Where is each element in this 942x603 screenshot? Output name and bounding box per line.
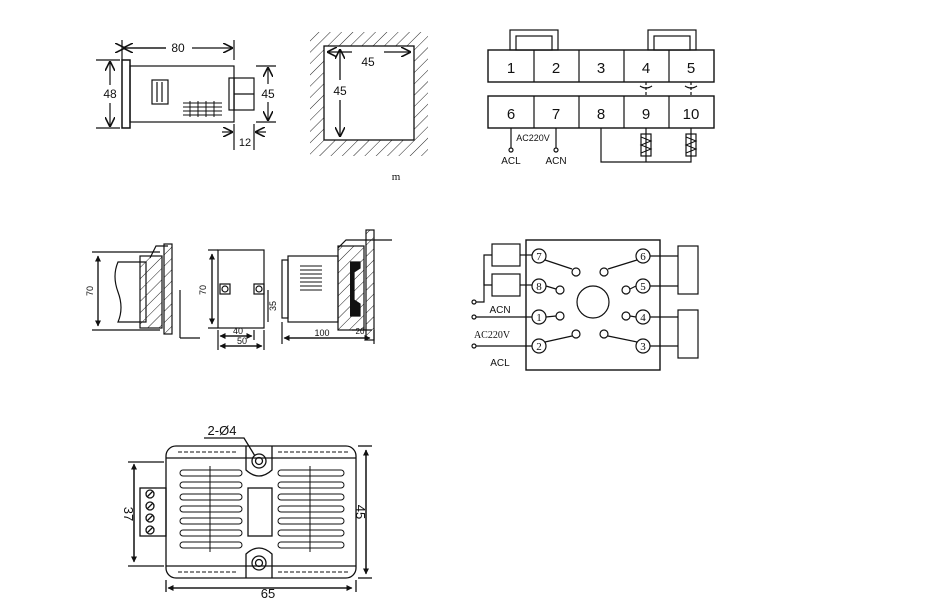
socket-pin-3: 3 xyxy=(640,341,646,353)
socket-diagram-drawing xyxy=(471,239,699,371)
socket-pin-6: 6 xyxy=(640,251,646,263)
socket-pin-labels: 7 6 8 5 1 4 2 3 xyxy=(536,251,646,353)
terminal-3: 3 xyxy=(597,60,605,77)
front-view-front-height-label: 45 xyxy=(261,87,275,101)
cutout-unit-note: m xyxy=(392,171,401,183)
socket-pin-8: 8 xyxy=(536,281,542,293)
terminal-6: 6 xyxy=(507,106,515,123)
din-right-small-label: 20 xyxy=(356,327,365,336)
din-left-height-label: 70 xyxy=(85,286,95,296)
terminal-acn-label: ACN xyxy=(545,156,566,167)
base-height-label: 45 xyxy=(353,505,368,519)
din-mid-side-label: 35 xyxy=(268,301,278,311)
terminal-9: 9 xyxy=(642,106,650,123)
socket-supply-label: AC220V xyxy=(474,330,511,341)
din-mount-right-view xyxy=(281,229,392,344)
din-mid-outer-width-label: 50 xyxy=(237,336,247,346)
terminal-4: 4 xyxy=(642,60,650,77)
din-mount-left-view xyxy=(92,243,200,339)
front-view-depth-label: 12 xyxy=(239,137,251,149)
terminal-10: 10 xyxy=(683,106,700,123)
terminal-2: 2 xyxy=(552,60,560,77)
front-view-height-label: 48 xyxy=(103,87,117,101)
cutout-height-label: 45 xyxy=(333,84,347,98)
din-mount-middle-view xyxy=(208,249,269,350)
socket-pin-4: 4 xyxy=(640,312,646,324)
terminal-supply-label: AC220V xyxy=(516,133,550,143)
front-view-drawing xyxy=(96,40,276,150)
terminal-acl-label: ACL xyxy=(501,156,521,167)
base-plate-drawing xyxy=(128,437,372,592)
base-holes-label: 2-Ø4 xyxy=(208,423,237,438)
terminal-5: 5 xyxy=(687,60,695,77)
base-terminal-height-label: 37 xyxy=(121,507,136,521)
socket-pin-7: 7 xyxy=(536,251,542,263)
socket-acl-label: ACL xyxy=(490,358,510,369)
din-mid-height-label: 70 xyxy=(198,285,208,295)
socket-pin-2: 2 xyxy=(536,341,542,353)
din-mid-inner-width-label: 40 xyxy=(233,326,243,336)
terminal-8: 8 xyxy=(597,106,605,123)
terminal-block-drawing xyxy=(487,29,715,163)
terminal-7: 7 xyxy=(552,106,560,123)
front-view-width-label: 80 xyxy=(171,41,185,55)
cutout-width-label: 45 xyxy=(361,55,375,69)
socket-pin-5: 5 xyxy=(640,281,646,293)
socket-pin-1: 1 xyxy=(536,312,542,324)
socket-acn-label: ACN xyxy=(489,305,510,316)
terminal-top-row: 1 2 3 4 5 xyxy=(507,60,695,77)
panel-cutout-drawing xyxy=(310,32,428,156)
din-right-depth-label: 100 xyxy=(314,328,329,338)
base-width-label: 65 xyxy=(261,586,275,601)
terminal-bottom-row: 6 7 8 9 10 xyxy=(507,106,700,123)
terminal-1: 1 xyxy=(507,60,515,77)
